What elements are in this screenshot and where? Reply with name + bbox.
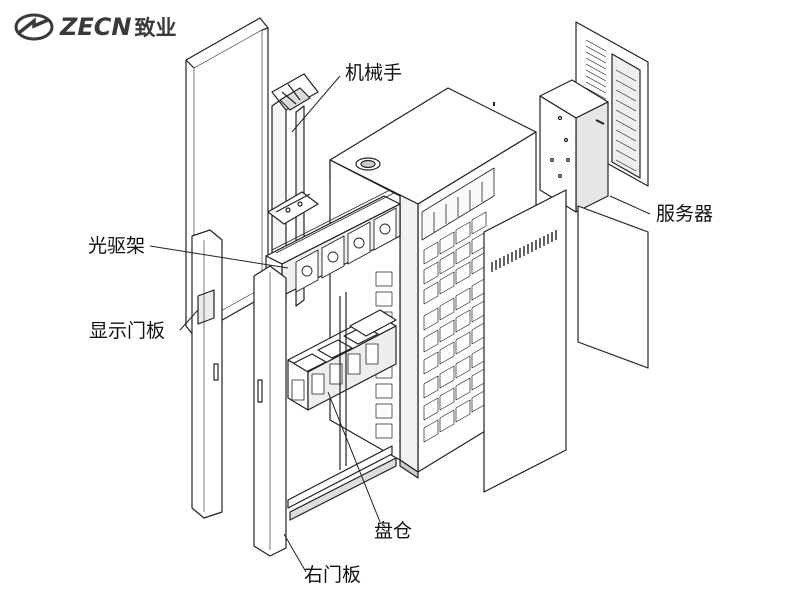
label-display-door: 显示门板 <box>89 320 166 342</box>
display-door-panel <box>191 229 223 519</box>
server-unit <box>539 79 609 213</box>
logo-brand-text: ZECN <box>60 13 132 41</box>
label-disc-magazine: 盘仓 <box>374 520 413 542</box>
right-back-panel <box>577 205 649 369</box>
optical-drive-rack <box>265 189 401 297</box>
logo-cn-text: 致业 <box>134 16 177 40</box>
label-right-door: 右门板 <box>304 564 362 586</box>
right-door-panel <box>253 265 287 557</box>
right-open-panel <box>483 189 567 493</box>
leader-lines <box>149 75 651 573</box>
label-server: 服务器 <box>656 203 714 225</box>
logo-mark-icon <box>14 13 54 41</box>
label-optical-drive-rack: 光驱架 <box>88 235 146 257</box>
label-robot-arm: 机械手 <box>345 62 403 84</box>
brand-logo: ZECN 致业 <box>14 10 177 44</box>
disc-magazine-trays <box>287 309 397 411</box>
